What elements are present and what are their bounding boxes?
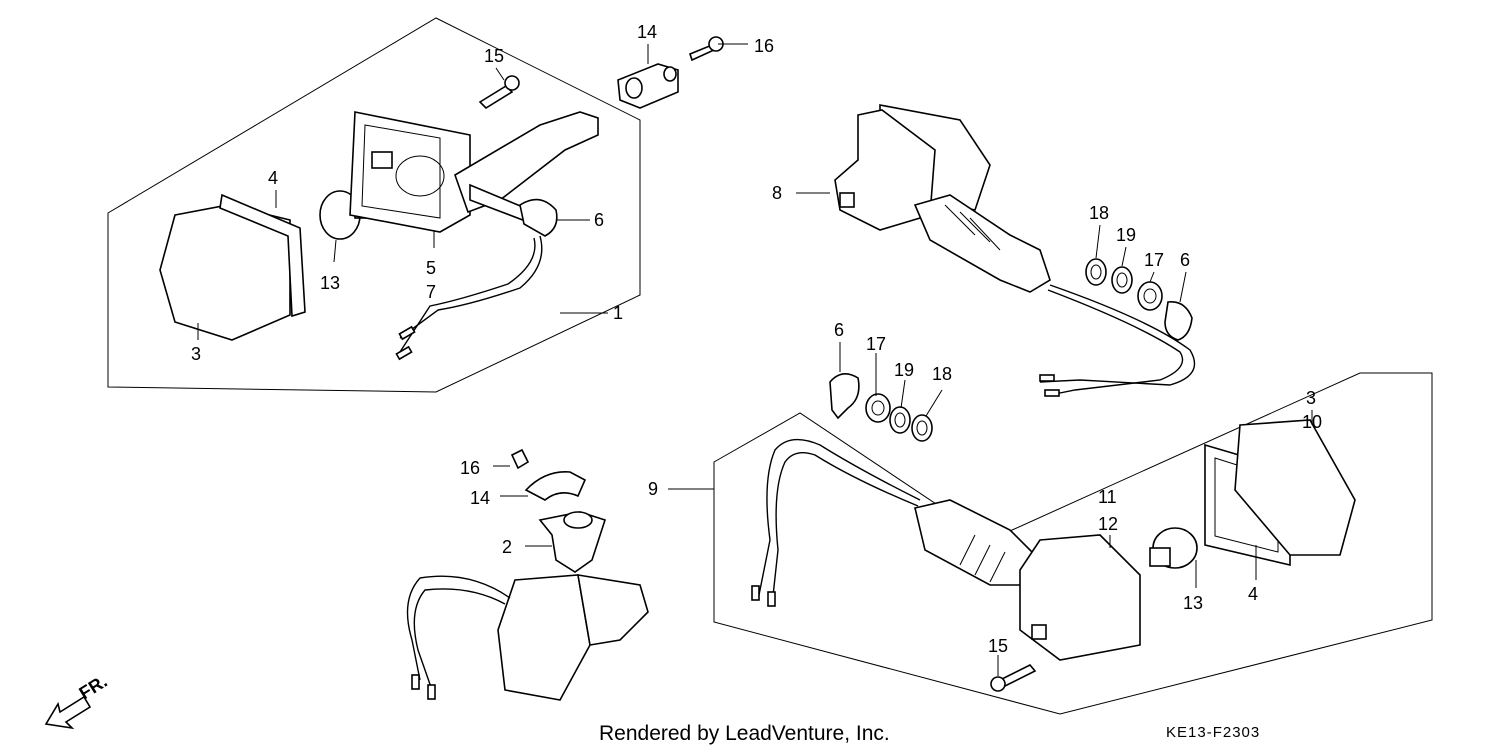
callout-10: 10 [1302,412,1322,432]
diagram-code: KE13-F2303 [1166,724,1260,741]
leader-lines [197,43,1313,676]
rubber-boot [519,198,558,237]
hardware-middle [829,373,933,442]
callout-6-top: 6 [1180,250,1190,270]
assembly-9-boundary [713,372,1433,715]
washer-19-top [1111,266,1133,294]
wire-lead-rear-lower [757,438,921,601]
callout-6-mid: 6 [834,320,844,340]
boot-6-mid [829,373,860,420]
callout-3-right: 3 [1306,388,1316,408]
wire-lead [399,235,543,339]
housing [349,111,471,233]
callout-7: 7 [426,282,436,302]
lens-lower [497,574,591,701]
rendered-by-credit: Rendered by LeadVenture, Inc. [599,722,890,745]
wire-lead-lower [406,575,511,681]
callout-15-top: 15 [484,46,504,66]
callout-19-top: 19 [1116,225,1136,245]
callout-8: 8 [772,183,782,203]
rear-winker-right-assembly [834,104,1196,397]
callout-1: 1 [613,303,623,323]
callout-15-lower: 15 [988,636,1008,656]
nut-17-mid [865,393,891,423]
callout-16-lower: 16 [460,458,480,478]
callout-16-top: 16 [754,36,774,56]
callout-18-top: 18 [1089,203,1109,223]
callout-13-left: 13 [320,273,340,293]
front-winker-right-assembly [406,448,649,701]
gasket [219,193,306,318]
callout-18-mid: 18 [932,364,952,384]
rear-winker-left-assembly [751,419,1356,692]
bracket-clamp-lower [524,471,587,501]
stem [454,111,599,214]
bolt-top [689,36,724,62]
callout-12: 12 [1098,514,1118,534]
callout-13-right: 13 [1183,593,1203,613]
callout-14-top: 14 [637,22,657,42]
assembly-1-boundary [107,17,641,393]
callout-17-mid: 17 [866,334,886,354]
callout-6-left: 6 [594,210,604,230]
callout-5: 5 [426,258,436,278]
front-winker-left-assembly [159,75,599,361]
nut-17-top [1137,281,1163,311]
boot-6-top [1164,301,1193,341]
housing-rear-lower [1019,534,1141,661]
arrow-icon [44,695,92,730]
washer-18-top [1085,258,1107,286]
washer-18-mid [911,414,933,442]
washer-19-mid [889,406,911,434]
callout-4-left: 4 [268,168,278,188]
screw [478,84,514,110]
wire-lead-rear [1039,284,1196,386]
callout-2: 2 [502,537,512,557]
callout-9: 9 [648,479,658,499]
lens-rear-lower [1234,419,1356,556]
front-direction-indicator: FR. [44,671,111,730]
callout-11: 11 [1098,487,1117,507]
callout-3-left: 3 [191,344,201,364]
callouts: 15 14 16 4 6 13 5 7 1 3 8 18 19 17 6 6 1… [191,22,1322,656]
callout-17-top: 17 [1144,250,1164,270]
bracket-clamp-top [617,63,679,109]
callout-19-mid: 19 [894,360,914,380]
callout-14-lower: 14 [470,488,490,508]
callout-4-right: 4 [1248,584,1258,604]
stem-rear [913,194,1051,293]
